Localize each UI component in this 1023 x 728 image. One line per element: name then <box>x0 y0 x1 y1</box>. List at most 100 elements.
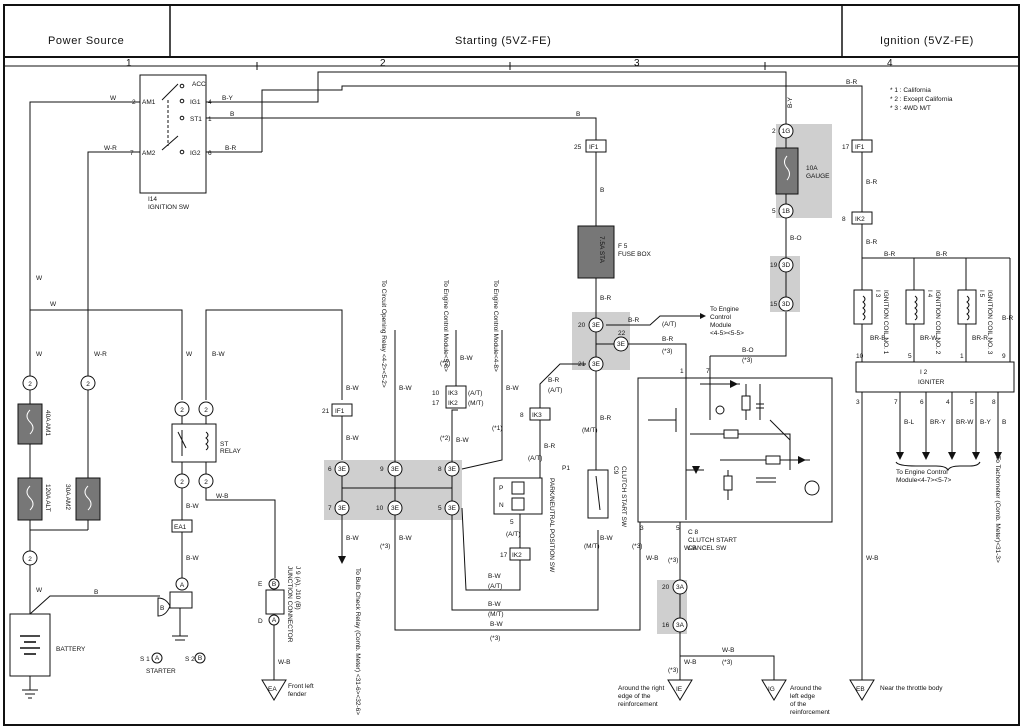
svg-text:(A/T): (A/T) <box>548 387 562 394</box>
svg-text:1G: 1G <box>782 128 791 135</box>
clutch-start-cancel-switch: C 8 CLUTCH START CANCEL SW <box>637 377 833 552</box>
svg-text:B-R: B-R <box>846 79 858 86</box>
svg-text:B-W: B-W <box>399 535 413 542</box>
svg-text:17: 17 <box>500 552 508 559</box>
svg-text:IGNITER: IGNITER <box>918 379 945 386</box>
svg-text:15: 15 <box>770 301 778 308</box>
st1-label: ST1 <box>190 116 202 123</box>
svg-text:B-R: B-R <box>884 251 896 258</box>
svg-text:5: 5 <box>970 399 974 406</box>
col-num-3: 3 <box>634 58 640 69</box>
svg-text:Near the throttle body: Near the throttle body <box>880 685 943 692</box>
svg-text:FUSE BOX: FUSE BOX <box>618 251 652 258</box>
svg-text:W-B: W-B <box>216 493 229 500</box>
svg-text:6: 6 <box>208 150 212 157</box>
svg-text:B: B <box>230 111 234 118</box>
svg-text:edge of the: edge of the <box>618 693 651 700</box>
svg-text:8: 8 <box>992 399 996 406</box>
svg-text:CLUTCH START SW: CLUTCH START SW <box>620 466 627 528</box>
svg-text:B-W: B-W <box>186 503 200 510</box>
svg-text:2: 2 <box>180 479 184 486</box>
svg-text:(M/T): (M/T) <box>584 543 600 550</box>
svg-text:B-R: B-R <box>225 145 237 152</box>
svg-text:6: 6 <box>920 399 924 406</box>
svg-text:B-R: B-R <box>1002 315 1014 322</box>
svg-text:I 3: I 3 <box>874 290 881 298</box>
svg-text:(M/T): (M/T) <box>488 611 504 618</box>
svg-text:E: E <box>258 581 263 588</box>
svg-text:B-W: B-W <box>186 555 200 562</box>
svg-text:W-R: W-R <box>94 351 107 358</box>
svg-text:(*1): (*1) <box>492 425 502 432</box>
igniter: I 2 IGNITER <box>855 361 1015 393</box>
svg-text:8: 8 <box>842 216 846 223</box>
fuse-30a-am2: 2 30A AM2 <box>64 375 101 521</box>
svg-text:(*2): (*2) <box>440 435 450 442</box>
svg-text:20: 20 <box>578 322 586 329</box>
svg-text:BR-B: BR-B <box>870 335 886 342</box>
svg-text:(A/T): (A/T) <box>528 455 542 462</box>
svg-text:IF1: IF1 <box>855 144 865 151</box>
svg-text:17: 17 <box>432 400 440 407</box>
svg-text:25: 25 <box>574 144 582 151</box>
svg-text:10A: 10A <box>806 165 818 172</box>
svg-text:B-R: B-R <box>548 377 560 384</box>
svg-text:P: P <box>499 485 503 492</box>
svg-text:7: 7 <box>894 399 898 406</box>
svg-text:B-R: B-R <box>662 336 674 343</box>
svg-text:STARTER: STARTER <box>146 668 176 675</box>
svg-text:3: 3 <box>640 525 644 532</box>
svg-text:B-W: B-W <box>346 385 360 392</box>
svg-text:I 4: I 4 <box>926 290 933 298</box>
svg-text:(*3): (*3) <box>722 659 732 666</box>
svg-text:(M/T): (M/T) <box>582 427 598 434</box>
svg-text:B-Y: B-Y <box>222 95 234 102</box>
svg-text:EB: EB <box>856 686 865 693</box>
svg-text:20: 20 <box>662 584 670 591</box>
ignition-coil-1: I 3 IGNITION COIL NO. 1 <box>853 289 889 355</box>
svg-text:B: B <box>198 655 202 662</box>
svg-text:BR-R: BR-R <box>972 335 988 342</box>
col-num-4: 4 <box>887 58 893 69</box>
svg-text:4: 4 <box>946 399 950 406</box>
svg-text:Around the right: Around the right <box>618 685 664 692</box>
svg-text:I 5: I 5 <box>978 290 985 298</box>
svg-text:IF1: IF1 <box>335 408 345 415</box>
svg-text:IK3: IK3 <box>532 412 542 419</box>
svg-text:Module<4-7><5-7>: Module<4-7><5-7> <box>896 477 951 484</box>
svg-text:B-W: B-W <box>346 535 360 542</box>
svg-text:2: 2 <box>86 381 90 388</box>
note-1: * 1 : California <box>890 87 931 94</box>
svg-text:3E: 3E <box>448 466 457 473</box>
svg-text:B: B <box>94 589 98 596</box>
ign-sw-ref: I14 <box>148 196 157 203</box>
svg-text:B-R: B-R <box>628 317 640 324</box>
ignition-switch-box <box>139 74 207 194</box>
junction-connector: B A ED J 9 (A), J10 (B) JUNCTION CONNECT… <box>258 566 301 643</box>
svg-text:To Engine Control Module<4-8>: To Engine Control Module<4-8> <box>492 280 499 372</box>
svg-text:(*3): (*3) <box>490 635 500 642</box>
svg-text:3A: 3A <box>676 584 685 591</box>
ig2-label: IG2 <box>190 150 201 157</box>
svg-text:B: B <box>1002 419 1006 426</box>
svg-text:IK2: IK2 <box>448 400 458 407</box>
svg-text:To Bulb Check Relay (Comb. Met: To Bulb Check Relay (Comb. Meter) <31-6>… <box>354 568 361 715</box>
svg-text:B-Y: B-Y <box>787 97 794 109</box>
svg-text:IF1: IF1 <box>589 144 599 151</box>
svg-text:A: A <box>180 582 185 589</box>
col-num-2: 2 <box>380 58 386 69</box>
svg-text:B: B <box>160 605 164 612</box>
svg-text:reinforcement: reinforcement <box>790 709 830 716</box>
svg-text:40A AM1: 40A AM1 <box>44 410 51 436</box>
svg-text:left edge: left edge <box>790 693 815 700</box>
svg-text:(*3): (*3) <box>380 543 390 550</box>
svg-text:2: 2 <box>28 556 32 563</box>
svg-text:3E: 3E <box>391 505 400 512</box>
am1-label: AM1 <box>142 99 156 106</box>
svg-text:W-B: W-B <box>684 545 697 552</box>
svg-text:1B: 1B <box>782 208 790 215</box>
svg-text:W: W <box>110 95 117 102</box>
svg-text:3D: 3D <box>782 301 791 308</box>
svg-text:CLUTCH START: CLUTCH START <box>688 537 737 544</box>
